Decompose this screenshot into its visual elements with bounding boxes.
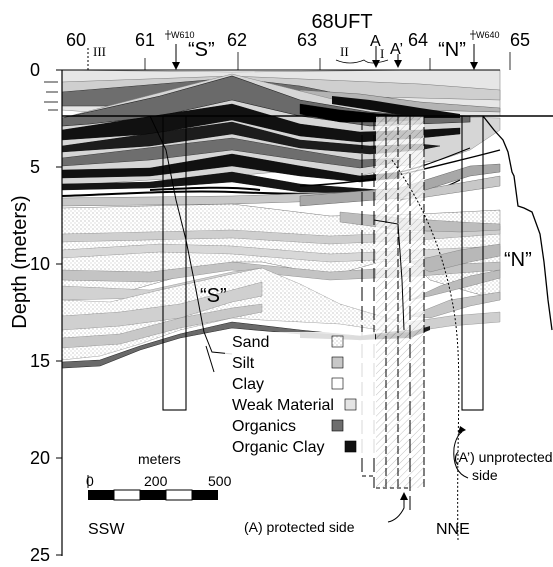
well-label-w610: W610 <box>171 30 195 40</box>
legend-swatch-organics <box>331 419 344 432</box>
depth-tick-5: 5 <box>30 157 40 177</box>
label-a-prime: A’ <box>390 41 403 58</box>
scale-tick-500: 500 <box>208 473 232 489</box>
n-channel-top-label: “N” <box>438 39 466 61</box>
s-channel-mid-label: “S” <box>200 285 227 307</box>
legend-label-organics: Organics <box>232 418 296 435</box>
s-profile-line <box>149 115 233 355</box>
station-tick-64: 64 <box>408 30 428 50</box>
scale-tick-200: 200 <box>144 473 168 489</box>
stratigraphy <box>61 69 501 369</box>
legend-swatch-silt <box>331 356 344 369</box>
legend-swatch-weak-material <box>344 398 357 411</box>
depth-tick-0: 0 <box>30 60 40 80</box>
depth-tick-25: 25 <box>30 545 50 565</box>
zone-label-i: I <box>380 46 384 61</box>
label-a: A <box>370 33 381 50</box>
legend-label-weak-material: Weak Material <box>232 397 334 414</box>
legend-label-organic-clay: Organic Clay <box>232 439 324 456</box>
annotation-unprotected-line2: side <box>472 467 498 483</box>
legend-label-silt: Silt <box>232 355 255 372</box>
s-channel-top-label: “S” <box>188 39 215 61</box>
legend-swatch-sand <box>331 335 344 348</box>
legend-swatch-organic-clay <box>344 440 357 453</box>
direction-label-nne: NNE <box>436 521 470 538</box>
station-tick-63: 63 <box>297 30 317 50</box>
annotation-unprotected-line1: (A’) unprotected <box>454 449 553 465</box>
legend: Sand Silt Clay Weak Material Organics Or… <box>225 332 375 456</box>
y-axis-label: Depth (meters) <box>9 195 31 328</box>
station-tick-65: 65 <box>510 30 530 50</box>
station-axis: 60 61 62 63 64 65 III II I 68UFT A A’ W6… <box>66 11 530 70</box>
n-profile-line <box>482 115 553 331</box>
scale-tick-0: 0 <box>86 473 94 489</box>
annotation-protected-side: (A) protected side <box>244 519 355 535</box>
unprotected-dotted-line <box>391 159 460 541</box>
direction-label-ssw: SSW <box>88 521 125 538</box>
legend-swatch-clay <box>331 377 344 390</box>
well-label-w640: W640 <box>476 30 500 40</box>
sheet-pile-zones <box>361 116 460 541</box>
depth-tick-15: 15 <box>30 351 50 371</box>
legend-label-sand: Sand <box>232 334 269 351</box>
section-label: 68UFT <box>311 11 372 33</box>
depth-tick-20: 20 <box>30 448 50 468</box>
depth-tick-10: 10 <box>30 254 50 274</box>
scale-bar: meters 0 200 500 <box>86 451 232 501</box>
station-tick-62: 62 <box>227 30 247 50</box>
zone-label-ii: II <box>340 44 349 59</box>
zone-label-iii: III <box>93 44 106 59</box>
station-tick-60: 60 <box>66 30 86 50</box>
station-tick-61: 61 <box>135 30 155 50</box>
legend-label-clay: Clay <box>232 376 264 393</box>
depth-axis: 0 5 10 15 20 25 Depth (meters) <box>9 60 63 565</box>
scale-bar-units: meters <box>138 451 181 467</box>
n-channel-mid-label: “N” <box>504 249 532 271</box>
